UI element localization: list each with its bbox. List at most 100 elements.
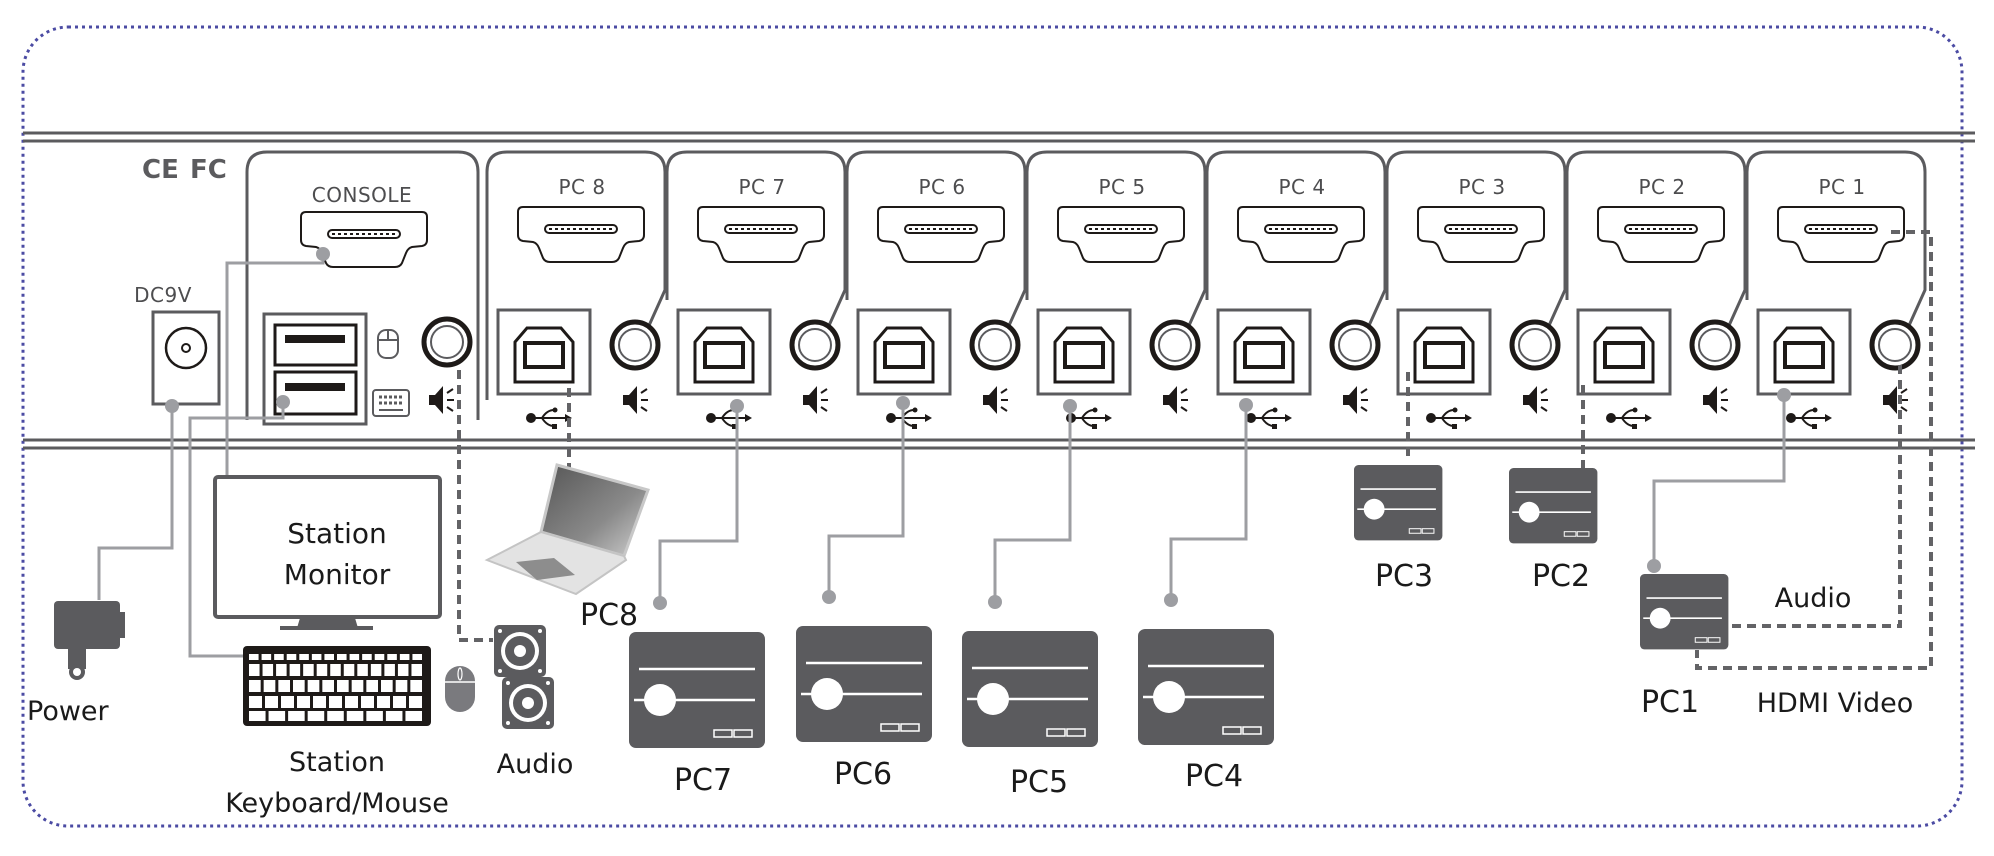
speakers-icon bbox=[494, 625, 554, 729]
usb-symbol-icon bbox=[1425, 406, 1473, 430]
hdmi-port-icon[interactable] bbox=[877, 206, 1005, 263]
keyboard-key bbox=[412, 654, 422, 660]
port-label-pc4: PC 4 bbox=[1278, 175, 1325, 199]
port-panel-outline bbox=[1025, 150, 1207, 331]
keyboard-key bbox=[397, 664, 409, 676]
pc4-desktop-icon bbox=[1136, 627, 1276, 747]
speaker-icon bbox=[622, 385, 649, 415]
keyboard-key bbox=[293, 680, 305, 692]
keyboard-key bbox=[249, 664, 260, 676]
usb-symbol-icon bbox=[1785, 406, 1833, 430]
pc7-usb-cable bbox=[658, 406, 739, 603]
keyboard-key bbox=[307, 711, 325, 721]
power-adapter-icon bbox=[54, 601, 125, 680]
pc8-label: PC8 bbox=[580, 598, 638, 633]
hdmi-port-icon[interactable] bbox=[1597, 206, 1725, 263]
audio-jack-icon[interactable] bbox=[1152, 322, 1198, 368]
port-label-pc1: PC 1 bbox=[1818, 175, 1865, 199]
audio-label: Audio bbox=[497, 749, 574, 780]
speaker-icon bbox=[1702, 385, 1729, 415]
keyboard-key bbox=[346, 711, 364, 721]
usb-b-port-icon[interactable] bbox=[1036, 308, 1132, 396]
usb-b-port-icon[interactable] bbox=[856, 308, 952, 396]
pc1-audio-cable bbox=[1730, 365, 1902, 628]
keyboard-key bbox=[366, 711, 383, 721]
device-bottom-edge bbox=[23, 438, 1975, 450]
keyboard-icon bbox=[372, 389, 410, 417]
keyboard-device-icon bbox=[243, 646, 431, 726]
port-label-pc3: PC 3 bbox=[1458, 175, 1505, 199]
keyboard-key bbox=[366, 680, 378, 692]
keyboard-key bbox=[263, 680, 276, 692]
keyboard-key bbox=[330, 664, 341, 676]
port-panel-outline bbox=[1385, 150, 1567, 331]
usb-b-port-icon[interactable] bbox=[1576, 308, 1672, 396]
hdmi-port-icon[interactable] bbox=[1777, 206, 1905, 263]
console-audio-jack[interactable] bbox=[424, 319, 470, 365]
keyboard-key bbox=[268, 711, 286, 721]
speaker-icon bbox=[1162, 385, 1189, 415]
port-panel-outline bbox=[1205, 150, 1387, 331]
keyboard-key bbox=[303, 664, 314, 676]
port-label-pc7: PC 7 bbox=[738, 175, 785, 199]
dc-power-jack-icon[interactable] bbox=[151, 310, 221, 406]
pc7-desktop-icon bbox=[627, 630, 767, 750]
monitor-label-line1: Station bbox=[287, 517, 387, 550]
port-label-pc5: PC 5 bbox=[1098, 175, 1145, 199]
mouse-icon bbox=[377, 329, 399, 359]
keyboard-key bbox=[307, 680, 320, 692]
ce-mark-icon: CE bbox=[142, 155, 179, 185]
usb-b-port-icon[interactable] bbox=[496, 308, 592, 396]
audio-jack-icon[interactable] bbox=[612, 322, 658, 368]
usb-b-port-icon[interactable] bbox=[1216, 308, 1312, 396]
keyboard-key bbox=[351, 680, 364, 692]
speaker-icon bbox=[1522, 385, 1549, 415]
audio-jack-icon[interactable] bbox=[792, 322, 838, 368]
keyboard-key bbox=[329, 696, 342, 708]
hdmi-port-icon[interactable] bbox=[517, 206, 645, 263]
hdmi-port-icon[interactable] bbox=[1237, 206, 1365, 263]
port-panel-pc2: PC 2 bbox=[1565, 150, 1747, 430]
usb-symbol-icon bbox=[525, 406, 573, 430]
pc1-hdmi-video-label: HDMI Video bbox=[1757, 688, 1914, 719]
usb-b-port-icon[interactable] bbox=[1756, 308, 1852, 396]
port-panel-pc5: PC 5 bbox=[1025, 150, 1207, 430]
keyboard-key bbox=[337, 654, 347, 660]
keyboard-key bbox=[276, 664, 287, 676]
keyboard-key bbox=[281, 696, 294, 708]
keyboard-key bbox=[361, 696, 374, 708]
pc3-label: PC3 bbox=[1375, 559, 1433, 594]
keyboard-key bbox=[322, 680, 334, 692]
console-panel: CONSOLE bbox=[245, 150, 480, 426]
usb-b-port-icon[interactable] bbox=[676, 308, 772, 396]
hdmi-port-icon[interactable] bbox=[1417, 206, 1545, 263]
audio-jack-icon[interactable] bbox=[1692, 322, 1738, 368]
port-panel-pc4: PC 4 bbox=[1205, 150, 1387, 430]
pc1-label: PC1 bbox=[1641, 685, 1699, 720]
power-port-label: DC9V bbox=[134, 283, 192, 307]
keyboard-key bbox=[297, 696, 310, 708]
keyboard-key bbox=[313, 696, 326, 708]
monitor-icon bbox=[213, 475, 442, 630]
audio-jack-icon[interactable] bbox=[972, 322, 1018, 368]
keyboard-key bbox=[362, 654, 372, 660]
pc3-desktop-icon bbox=[1353, 464, 1444, 542]
hdmi-port-icon[interactable] bbox=[1057, 206, 1185, 263]
hdmi-port-icon[interactable] bbox=[697, 206, 825, 263]
audio-jack-icon[interactable] bbox=[1872, 322, 1918, 368]
keyboard-key bbox=[387, 654, 397, 660]
usb-symbol-icon bbox=[705, 406, 753, 430]
console-audio-cable bbox=[457, 370, 493, 642]
audio-jack-icon[interactable] bbox=[1512, 322, 1558, 368]
keyboard-label-line1: Station bbox=[289, 747, 385, 778]
keyboard-key bbox=[349, 654, 360, 660]
port-panel-pc8: PC 8 bbox=[485, 150, 667, 430]
keyboard-key bbox=[381, 680, 393, 692]
pc4-usb-cable bbox=[1169, 405, 1248, 600]
usb-symbol-icon bbox=[1605, 406, 1653, 430]
keyboard-key bbox=[411, 664, 422, 676]
usb-b-port-icon[interactable] bbox=[1396, 308, 1492, 396]
power-label: Power bbox=[27, 696, 110, 727]
audio-jack-icon[interactable] bbox=[1332, 322, 1378, 368]
